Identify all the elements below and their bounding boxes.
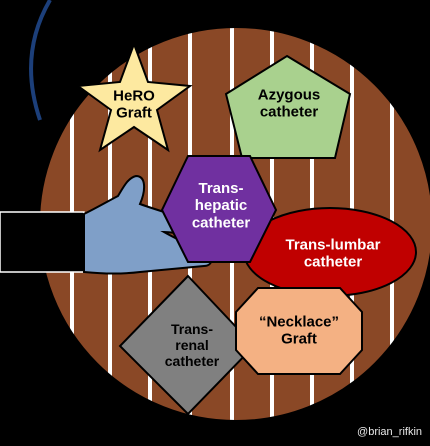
label-line: “Necklace”: [259, 313, 339, 330]
label-line: renal: [175, 337, 208, 353]
label-line: hepatic: [195, 197, 248, 214]
necklace-label: “Necklace”Graft: [259, 313, 339, 347]
label-line: Azygous: [258, 86, 321, 103]
label-line: catheter: [165, 353, 220, 369]
author-credit: @brian_rifkin: [357, 426, 422, 438]
label-line: Graft: [116, 105, 152, 122]
label-line: catheter: [304, 254, 363, 271]
octagon-icon: [235, 287, 363, 375]
label-line: catheter: [260, 104, 319, 121]
star-icon: [75, 41, 193, 153]
label-line: Graft: [281, 331, 317, 348]
label-line: Trans-: [171, 321, 213, 337]
sleeve: [0, 211, 85, 273]
pentagon-icon: [224, 54, 352, 159]
label-line: Trans-: [198, 180, 243, 197]
label-line: Trans-lumbar: [285, 236, 380, 253]
label-line: HeRO: [113, 87, 155, 104]
accent-arc: [29, 0, 52, 121]
hexagon-icon: [160, 155, 278, 263]
label-line: catheter: [192, 214, 251, 231]
diamond-icon: [118, 274, 256, 416]
